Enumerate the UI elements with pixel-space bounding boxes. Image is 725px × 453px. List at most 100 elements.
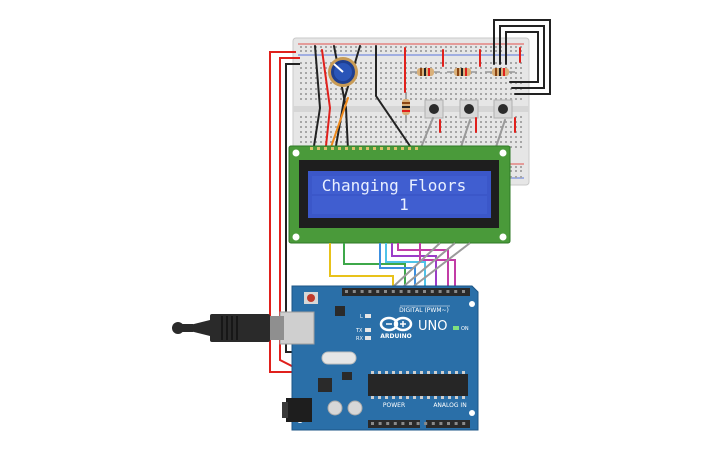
resistor-3-icon[interactable]	[485, 68, 515, 76]
breadboard-hole	[315, 82, 317, 84]
breadboard-hole	[400, 121, 402, 123]
breadboard-hole	[375, 126, 377, 128]
chip-pin	[427, 396, 430, 399]
breadboard-hole	[390, 136, 392, 138]
breadboard-hole	[480, 141, 482, 143]
breadboard-hole	[380, 88, 382, 90]
breadboard-hole	[505, 93, 507, 95]
breadboard-hole	[385, 88, 387, 90]
resistor-2-icon[interactable]	[447, 68, 477, 76]
arduino-uno-board[interactable]: DIGITAL (PWM~) L TX RX ARDUINO UNO ON	[279, 285, 479, 431]
breadboard-hole	[345, 50, 347, 52]
breadboard-hole	[415, 46, 417, 48]
breadboard-hole	[455, 98, 457, 100]
breadboard-hole	[490, 82, 492, 84]
breadboard-hole	[515, 62, 517, 64]
breadboard-hole	[450, 77, 452, 79]
breadboard-hole	[355, 98, 357, 100]
breadboard-hole	[320, 50, 322, 52]
breadboard-hole	[310, 67, 312, 69]
breadboard-hole	[415, 131, 417, 133]
breadboard-hole	[490, 46, 492, 48]
lcd-pin	[324, 147, 327, 150]
breadboard-hole	[485, 50, 487, 52]
breadboard-hole	[510, 121, 512, 123]
lcd-pin	[415, 147, 418, 150]
breadboard-hole	[450, 141, 452, 143]
breadboard-hole	[485, 116, 487, 118]
breadboard-hole	[490, 136, 492, 138]
resistor-1-icon[interactable]	[410, 68, 440, 76]
breadboard-hole	[400, 77, 402, 79]
breadboard-hole	[495, 62, 497, 64]
pushbutton-1-icon[interactable]	[424, 99, 444, 119]
breadboard-hole	[310, 46, 312, 48]
pushbutton-2-icon[interactable]	[459, 99, 479, 119]
breadboard-hole	[400, 62, 402, 64]
breadboard-hole	[490, 93, 492, 95]
breadboard-hole	[420, 77, 422, 79]
breadboard-hole	[320, 131, 322, 133]
breadboard-hole	[370, 136, 372, 138]
breadboard-hole	[445, 62, 447, 64]
breadboard-hole	[495, 121, 497, 123]
breadboard-hole	[465, 126, 467, 128]
breadboard-hole	[445, 141, 447, 143]
breadboard-hole	[365, 136, 367, 138]
breadboard-hole	[450, 136, 452, 138]
led-tx-label: TX	[355, 328, 363, 334]
breadboard-hole	[380, 116, 382, 118]
breadboard-hole	[355, 116, 357, 118]
breadboard-hole	[490, 131, 492, 133]
brand-text: ARDUINO	[380, 333, 411, 340]
pushbutton-3-icon[interactable]	[493, 99, 513, 119]
breadboard-hole	[380, 82, 382, 84]
breadboard-hole	[385, 67, 387, 69]
breadboard-hole	[475, 141, 477, 143]
breadboard-hole	[365, 62, 367, 64]
model-text: UNO	[418, 319, 447, 334]
breadboard-hole	[460, 88, 462, 90]
analog-label: ANALOG IN	[433, 402, 466, 409]
breadboard-hole	[335, 136, 337, 138]
lcd-module: Changing Floors 1	[288, 145, 511, 244]
breadboard-hole	[470, 62, 472, 64]
chip-pin	[371, 396, 374, 399]
usb-cable-icon[interactable]	[172, 314, 284, 342]
chip-pin	[413, 396, 416, 399]
breadboard-hole	[470, 136, 472, 138]
breadboard-hole	[470, 126, 472, 128]
breadboard-hole	[470, 88, 472, 90]
header-pin	[393, 422, 397, 425]
breadboard-hole	[435, 131, 437, 133]
resistor-lcd-icon[interactable]	[402, 92, 410, 122]
power-label: POWER	[383, 402, 405, 409]
breadboard-hole	[355, 136, 357, 138]
potentiometer-icon[interactable]	[328, 57, 358, 87]
breadboard-hole	[455, 46, 457, 48]
breadboard-hole	[360, 62, 362, 64]
breadboard-hole	[390, 131, 392, 133]
breadboard-hole	[445, 131, 447, 133]
atmega-chip	[368, 374, 468, 396]
lcd-pin	[373, 147, 376, 150]
breadboard-hole	[500, 136, 502, 138]
breadboard-hole	[430, 50, 432, 52]
breadboard-hole	[480, 126, 482, 128]
breadboard-hole	[370, 121, 372, 123]
breadboard-hole	[410, 50, 412, 52]
breadboard-hole	[520, 121, 522, 123]
breadboard-hole	[385, 131, 387, 133]
breadboard-hole	[320, 121, 322, 123]
breadboard-hole	[390, 82, 392, 84]
breadboard-hole	[390, 93, 392, 95]
breadboard-hole	[485, 136, 487, 138]
chip-pin	[434, 371, 437, 374]
breadboard-hole	[385, 126, 387, 128]
digital-header-pins	[345, 290, 465, 293]
breadboard-hole	[465, 136, 467, 138]
breadboard-hole	[445, 121, 447, 123]
breadboard-hole	[480, 93, 482, 95]
breadboard-hole	[520, 166, 522, 168]
breadboard-hole	[485, 141, 487, 143]
